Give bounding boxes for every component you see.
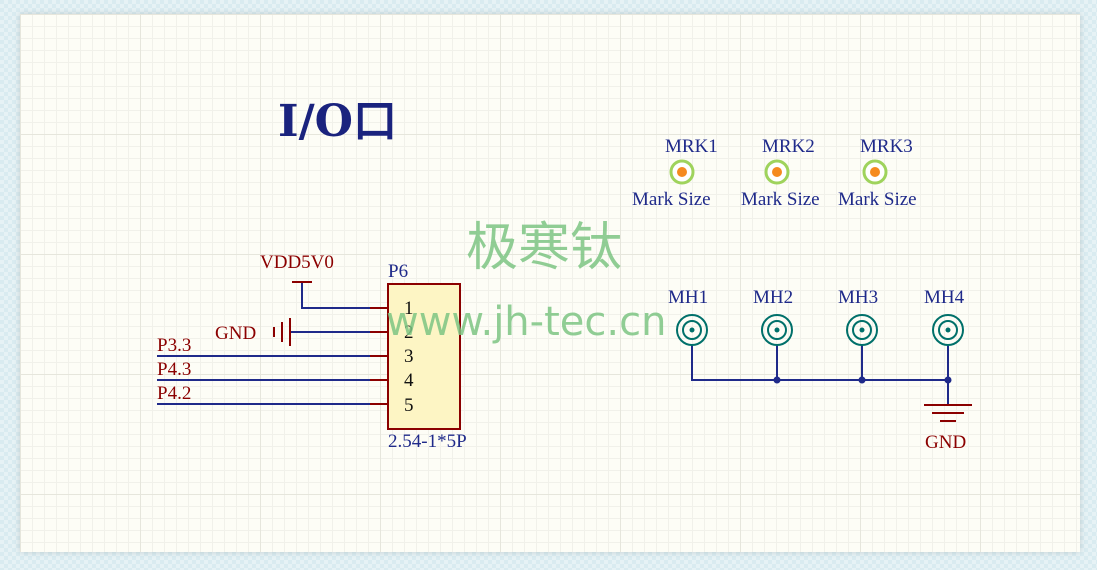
mark-dot <box>677 167 687 177</box>
mounting-holes-net[interactable]: GND <box>691 345 972 453</box>
mark-designator: MRK3 <box>860 136 913 157</box>
power-net-label: VDD5V0 <box>260 252 334 273</box>
ground-symbol-left <box>273 318 291 346</box>
mark-designator: MRK1 <box>665 136 718 157</box>
watermark-url: www.jh-tec.cn <box>386 299 666 345</box>
net-p4-3[interactable]: P4.3 <box>157 359 370 381</box>
junction-dot <box>944 376 952 384</box>
connector-designator: P6 <box>388 261 408 282</box>
hole-mh2[interactable]: MH2 <box>753 287 793 346</box>
hole-designator: MH4 <box>924 287 965 308</box>
connector-p6[interactable]: P6 2.54-1*5P 1 2 3 4 5 <box>370 261 467 452</box>
mark-value: Mark Size <box>741 189 820 210</box>
hole-mh4[interactable]: MH4 <box>924 287 965 346</box>
hole-center <box>859 327 865 333</box>
net-vdd5v0[interactable]: VDD5V0 <box>260 252 370 309</box>
pin-number-4: 4 <box>404 370 414 391</box>
hole-inner-ring <box>682 320 702 340</box>
pin-number-5: 5 <box>404 395 414 416</box>
hole-center <box>689 327 695 333</box>
wire-holes-bus <box>691 345 948 381</box>
hole-designator: MH1 <box>668 287 708 308</box>
junction-dot <box>858 376 866 384</box>
mark-dot <box>772 167 782 177</box>
hole-designator: MH2 <box>753 287 793 308</box>
net-label-p3-3: P3.3 <box>157 335 191 356</box>
net-label-p4-2: P4.2 <box>157 383 191 404</box>
ground-symbol-right <box>924 404 972 422</box>
hole-outer-ring <box>846 314 878 346</box>
net-p3-3[interactable]: P3.3 <box>157 335 370 357</box>
pin-number-2: 2 <box>404 322 414 343</box>
net-p4-2[interactable]: P4.2 <box>157 383 370 405</box>
schematic-sheet <box>20 14 1080 552</box>
pin-number-3: 3 <box>404 346 414 367</box>
holes-ground-label: GND <box>925 432 966 453</box>
junction-dot <box>773 376 781 384</box>
mark-mrk3[interactable]: MRK3 Mark Size <box>838 136 917 210</box>
hole-center <box>774 327 780 333</box>
mark-designator: MRK2 <box>762 136 815 157</box>
mark-value: Mark Size <box>632 189 711 210</box>
mark-mrk1[interactable]: MRK1 Mark Size <box>632 136 718 210</box>
hole-center <box>945 327 951 333</box>
net-gnd-connector[interactable]: GND <box>215 318 370 346</box>
ground-net-label: GND <box>215 323 256 344</box>
hole-outer-ring <box>932 314 964 346</box>
hole-mh3[interactable]: MH3 <box>838 287 878 346</box>
hole-mh1[interactable]: MH1 <box>668 287 708 346</box>
hole-outer-ring <box>761 314 793 346</box>
net-label-p4-3: P4.3 <box>157 359 191 380</box>
section-title: I/O口 <box>278 96 397 147</box>
watermark-brand: 极寒钛 <box>466 218 622 278</box>
hole-inner-ring <box>938 320 958 340</box>
mark-value: Mark Size <box>838 189 917 210</box>
pin-number-1: 1 <box>404 298 414 319</box>
mark-dot <box>870 167 880 177</box>
hole-designator: MH3 <box>838 287 878 308</box>
hole-outer-ring <box>676 314 708 346</box>
wire-vdd5v0 <box>301 282 370 309</box>
connector-footprint: 2.54-1*5P <box>388 431 467 452</box>
mark-mrk2[interactable]: MRK2 Mark Size <box>741 136 820 210</box>
connector-body <box>387 283 461 430</box>
hole-inner-ring <box>767 320 787 340</box>
hole-inner-ring <box>852 320 872 340</box>
